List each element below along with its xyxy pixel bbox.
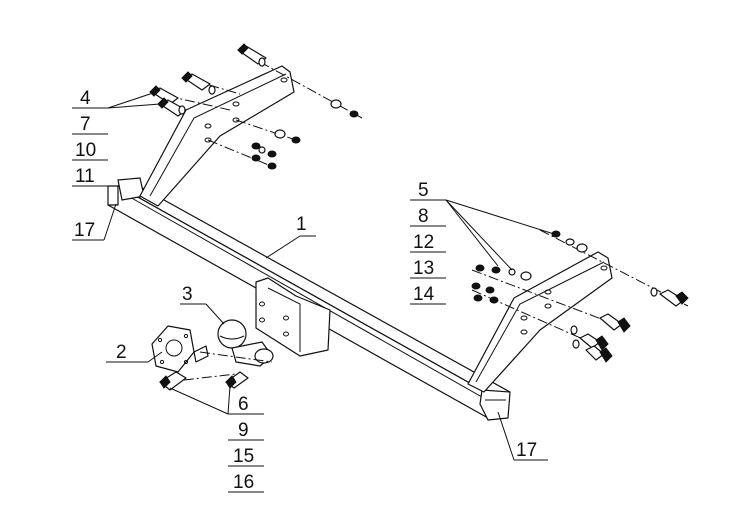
callout-17-right: 17 [497,411,548,461]
callout-1-label: 1 [296,214,307,235]
tow-ball [217,319,274,367]
fasteners-right [471,230,689,363]
callout-group-left-top-label-1: 7 [80,114,91,135]
callout-3: 3 [180,284,225,325]
callout-17-right-label: 17 [516,440,537,461]
callout-group-right-label-4: 14 [413,284,435,305]
callout-group-bottom: 6 9 15 16 [169,385,264,493]
callout-group-right-label-1: 8 [418,206,429,227]
callout-group-left-top: 4 7 10 11 [72,88,161,187]
right-bracket-holes [520,265,608,335]
callout-group-right: 5 8 12 13 14 [410,180,555,305]
callout-17-left: 17 [72,203,117,241]
callout-group-bottom-label-3: 16 [233,472,254,493]
callout-group-left-top-label-0: 4 [80,88,91,109]
right-bracket [467,251,613,393]
callout-17-left-label: 17 [74,220,95,241]
callout-1: 1 [265,214,316,259]
callout-group-right-label-0: 5 [418,180,429,201]
fasteners-bottom [159,371,249,391]
hitch-mount [255,277,331,357]
callout-group-left-top-label-2: 10 [75,140,96,161]
callout-3-label: 3 [182,284,193,305]
callout-group-right-label-2: 12 [413,232,434,253]
left-bracket-holes [204,77,288,143]
callout-group-left-top-label-3: 11 [75,166,95,187]
callout-2: 2 [106,342,163,363]
left-bracket [139,65,295,207]
callout-2-label: 2 [116,342,127,363]
callout-group-bottom-label-1: 9 [238,420,249,441]
callout-group-right-label-3: 13 [413,258,434,279]
callout-group-bottom-label-2: 15 [233,446,254,467]
fasteners-left [149,43,359,170]
socket-plate [151,325,209,373]
callout-group-bottom-label-0: 6 [238,394,249,415]
